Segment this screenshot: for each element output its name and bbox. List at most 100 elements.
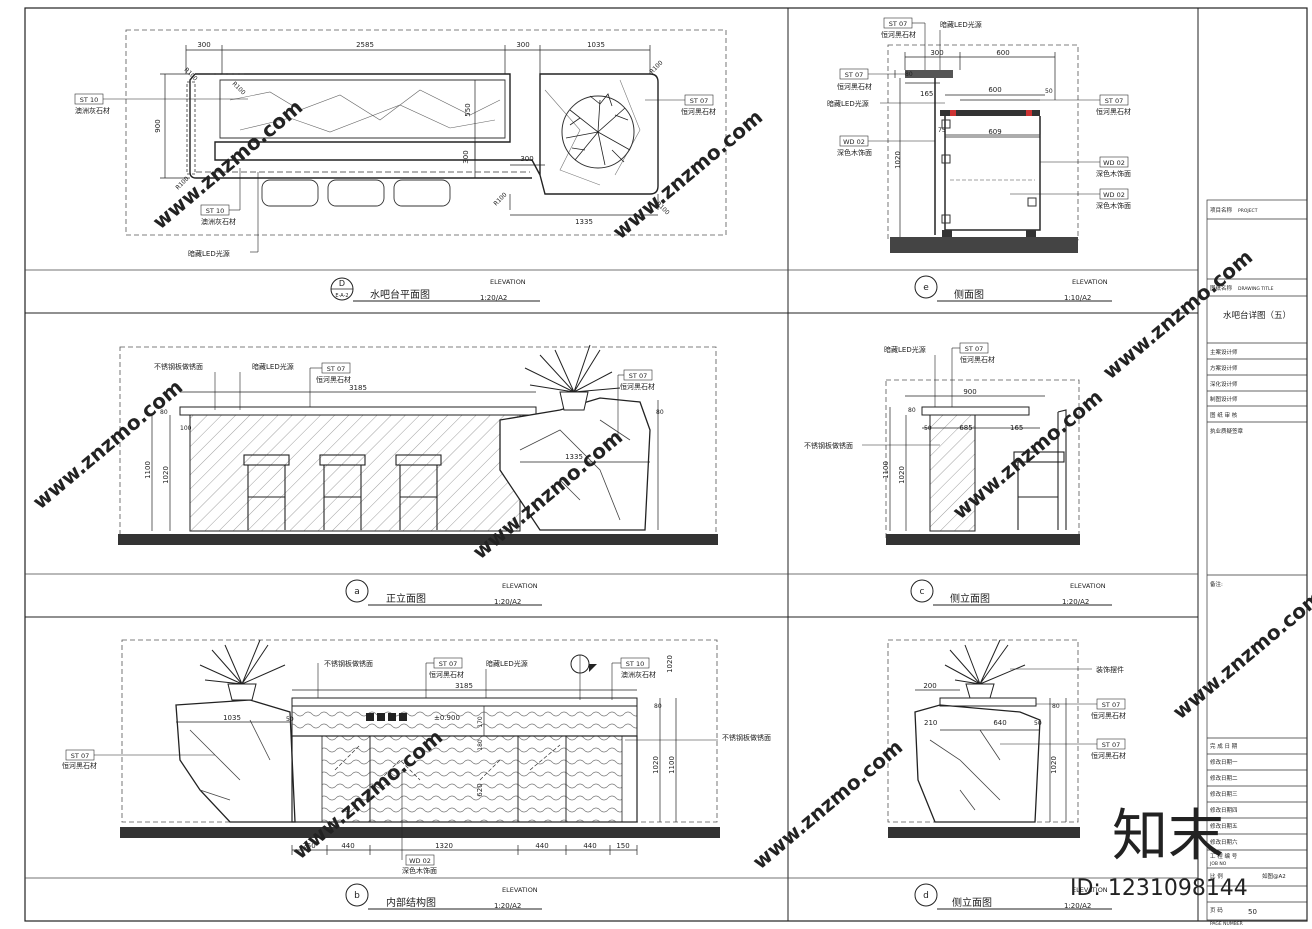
ss-st07-name: 恒河黑石材 (881, 30, 916, 39)
front-elevation: ELEVATION (502, 582, 538, 590)
front-st07b-code: ST 07 (629, 372, 647, 380)
tb-drawing-title: 水吧台详图（五） (1223, 310, 1291, 321)
tb-role-5: 图 纸 审 核 (1210, 411, 1238, 419)
is-dim-1035: 1035 (223, 714, 241, 722)
is-st10-name: 澳洲灰石材 (621, 670, 656, 679)
is-dim-3185: 3185 (455, 682, 473, 690)
tb-job-no: JOB NO (1209, 861, 1227, 867)
ss-st07-code: ST 07 (889, 20, 907, 28)
tb-project-en: PROJECT (1238, 208, 1258, 214)
ss-scale: 1:10/A2 (1064, 294, 1091, 302)
is-st07b-code: ST 07 (71, 752, 89, 760)
title-internal: b 内部结构图 ELEVATION 1:20/A2 (345, 883, 542, 910)
internal-structure-view: 3185 1035 50 80 170 180 620 1020 1100 ±0… (62, 639, 771, 875)
plan-dim-2585: 2585 (356, 41, 374, 49)
title-block (1206, 199, 1308, 921)
sd-st07b-code: ST 07 (1102, 741, 1120, 749)
front-dim-80a: 80 (160, 409, 168, 416)
plan-dim-300a: 300 (197, 41, 210, 49)
front-st07b-name: 恒河黑石材 (620, 382, 655, 391)
front-dim-1100: 1100 (144, 461, 152, 479)
plan-marker-sub: E-A-2 (335, 293, 348, 299)
watermark-id: ID: 1231098144 (1070, 876, 1248, 901)
is-wd02-code: WD 02 (409, 857, 431, 865)
is-wd02-name: 深色木饰面 (402, 866, 437, 875)
side-section-view: 300 600 165 600 50 609 80 1020 75 ST 07 … (827, 17, 1131, 253)
is-bot-440b: 440 (535, 842, 548, 850)
ss-dim-600b: 600 (988, 86, 1001, 94)
tb-scale-label: 比 例 (1210, 872, 1223, 880)
plan-st07-code: ST 07 (690, 97, 708, 105)
front-st07a-name: 恒河黑石材 (316, 375, 351, 384)
tb-role-1: 主案设计师 (1210, 348, 1238, 356)
plan-dim-1035: 1035 (587, 41, 605, 49)
front-title: 正立面图 (386, 592, 426, 605)
tb-page-label: 页 码 (1210, 906, 1223, 914)
sc-steel: 不锈钢板做锈面 (804, 441, 853, 450)
front-scale: 1:20/A2 (494, 598, 521, 606)
ss-dim-165: 165 (920, 90, 933, 98)
sd-scale: 1:20/A2 (1064, 902, 1091, 910)
plan-st10b-code: ST 10 (206, 207, 224, 215)
plan-title: 水吧台平面图 (370, 288, 430, 301)
plan-dim-300b: 300 (516, 41, 529, 49)
is-dim-80: 80 (654, 703, 662, 710)
is-title: 内部结构图 (386, 896, 436, 909)
sc-dim-900: 900 (963, 388, 976, 396)
front-dim-3185: 3185 (349, 384, 367, 392)
plan-view: 300 2585 300 1035 900 550 300 300 1335 R… (74, 29, 727, 258)
title-plan: D E-A-2 水吧台平面图 ELEVATION 1:20/A2 (330, 277, 540, 302)
sd-dim-50: 50 (1034, 720, 1042, 727)
ss-wd02b-code: WD 02 (1103, 159, 1125, 167)
ss-led-top: 暗藏LED光源 (940, 20, 982, 29)
is-dim-1020: 1020 (652, 756, 660, 774)
sc-dim-80: 80 (908, 407, 916, 414)
is-st07b-name: 恒河黑石材 (62, 761, 97, 770)
plan-st10b-name: 澳洲灰石材 (201, 217, 236, 226)
side-elevation-d-view: 200 210 640 50 80 1020 装饰摆件 ST 07 恒河黑石材 … (887, 639, 1126, 838)
is-dim-620: 620 (476, 783, 484, 796)
ss-dim-609: 609 (988, 128, 1001, 136)
plan-dim-550: 550 (464, 103, 472, 116)
ss-wd02a-name: 深色木饰面 (837, 148, 872, 157)
is-elevation: ELEVATION (502, 886, 538, 894)
is-dim-50: 50 (286, 716, 294, 723)
sc-led: 暗藏LED光源 (884, 345, 926, 354)
tb-role-4: 制图设计师 (1210, 395, 1238, 403)
is-steel-right: 不锈钢板做锈面 (722, 733, 771, 742)
is-st10-code: ST 10 (626, 660, 644, 668)
is-bot-250: 250 (302, 842, 315, 850)
sd-dim-200: 200 (923, 682, 936, 690)
front-dim-100: 100 (180, 425, 192, 432)
watermark-logo: 知末 (1112, 804, 1224, 869)
tb-date-0: 完 成 日 期 (1210, 742, 1238, 750)
is-dim-170: 170 (477, 716, 484, 728)
watermark-text-7: www.znzmo.com (748, 735, 907, 874)
ss-dim-80: 80 (905, 71, 913, 78)
plan-dim-900: 900 (154, 119, 162, 132)
front-led-label: 暗藏LED光源 (252, 362, 294, 371)
tb-page-en: PAGE NUMBER (1210, 921, 1243, 927)
ss-led-mid: 暗藏LED光源 (827, 99, 869, 108)
tb-role-3: 深化设计师 (1210, 380, 1238, 388)
sc-elevation: ELEVATION (1070, 582, 1106, 590)
tb-date-3: 修改日期三 (1210, 790, 1238, 798)
plan-led: 暗藏LED光源 (188, 249, 230, 258)
ss-dim-600a: 600 (996, 49, 1009, 57)
ss-st07c-name: 恒河黑石材 (1096, 107, 1131, 116)
front-marker: a (354, 587, 360, 597)
ss-dim-75: 75 (938, 127, 946, 134)
ss-wd02b-name: 深色木饰面 (1096, 169, 1131, 178)
plan-scale: 1:20/A2 (480, 294, 507, 302)
sc-title: 侧立面图 (950, 592, 990, 605)
ss-st07b-code: ST 07 (845, 71, 863, 79)
is-bot-440a: 440 (341, 842, 354, 850)
sc-dim-50: 50 (924, 425, 932, 432)
sc-dim-1020: 1020 (898, 466, 906, 484)
tb-role-2: 方案设计师 (1210, 364, 1238, 372)
ss-wd02c-code: WD 02 (1103, 191, 1125, 199)
front-steel-label: 不锈钢板做锈面 (154, 362, 203, 371)
watermark-text-2: www.znzmo.com (608, 105, 767, 244)
ss-wd02a-code: WD 02 (843, 138, 865, 146)
